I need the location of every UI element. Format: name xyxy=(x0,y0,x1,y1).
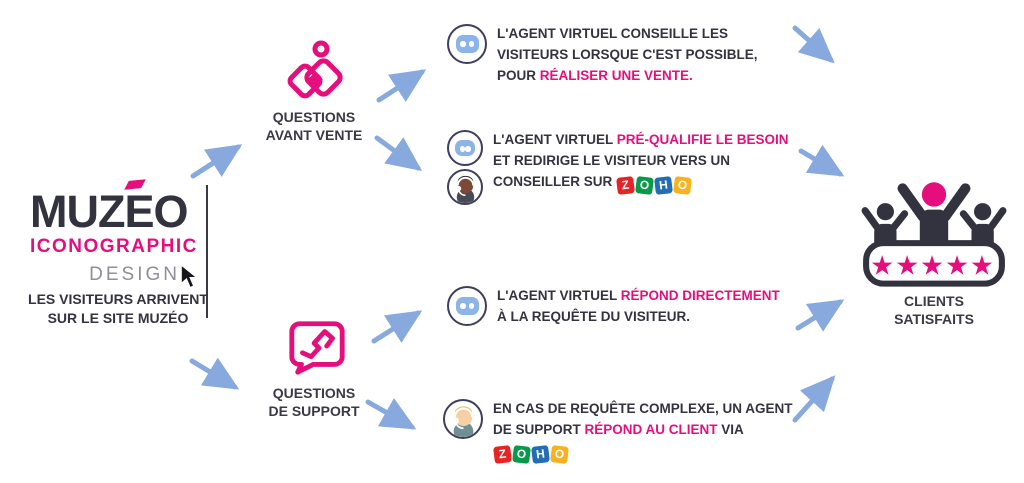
outcome-text-sale: L'AGENT VIRTUEL CONSEILLE LES VISITEURS … xyxy=(497,26,758,83)
five-star-rating: ★★★★★ xyxy=(872,253,997,279)
outcome-text-direct-answer: L'AGENT VIRTUEL RÉPOND DIRECTEMENT À LA … xyxy=(497,288,780,324)
arrow-visitors-to-avant-vente xyxy=(190,144,243,179)
virtual-agent-robot-icon xyxy=(447,130,483,166)
arrow-block2-to-clients xyxy=(798,144,845,177)
logo-subtitle-iconographic: ICONOGRAPHIC xyxy=(30,236,198,258)
pre-sale-questions-label: QUESTIONS AVANT VENTE xyxy=(265,109,363,144)
muzeo-logo: MUZEO ICONOGRAPHIC DESIGN xyxy=(30,188,206,290)
support-questions-label: QUESTIONS DE SUPPORT xyxy=(268,385,360,420)
outcome-block-qualify: L'AGENT VIRTUEL PRÉ-QUALIFIE LE BESOIN E… xyxy=(447,130,802,205)
outcome-block-direct-answer: L'AGENT VIRTUEL RÉPOND DIRECTEMENT À LA … xyxy=(447,286,792,328)
rating-bar xyxy=(863,240,1005,287)
virtual-agent-robot-icon xyxy=(447,286,487,326)
outcome-block-support-agent: EN CAS DE REQUÊTE COMPLEXE, UN AGENT DE … xyxy=(443,399,808,464)
arrow-support-to-block3 xyxy=(371,310,423,344)
virtual-agent-robot-icon xyxy=(447,24,487,64)
outcome-text-support-agent: EN CAS DE REQUÊTE COMPLEXE, UN AGENT DE … xyxy=(493,399,808,464)
arrow-block1-to-clients xyxy=(792,25,835,64)
human-advisor-icon xyxy=(447,169,483,205)
arrow-visitors-to-support xyxy=(189,357,240,390)
arrow-avant-vente-to-block1 xyxy=(376,69,427,103)
outcome-text-qualify: L'AGENT VIRTUEL PRÉ-QUALIFIE LE BESOIN E… xyxy=(493,130,802,195)
outcome-block-sale: L'AGENT VIRTUEL CONSEILLE LES VISITEURS … xyxy=(447,24,792,87)
satisfied-clients-icon: ★★★★★ xyxy=(861,182,1007,287)
support-questions-icon xyxy=(289,321,345,375)
arrow-block3-to-clients xyxy=(795,299,845,332)
support-agent-icon xyxy=(443,399,483,439)
pre-sale-questions-icon xyxy=(287,40,343,99)
muzeo-brand-name: MUZEO xyxy=(30,186,189,237)
accented-e: E xyxy=(124,186,154,237)
satisfied-clients-label: CLIENTS SATISFAITS xyxy=(894,293,974,328)
mouse-cursor-icon xyxy=(180,263,200,290)
arrow-avant-vente-to-block2 xyxy=(374,135,423,171)
visitors-tagline: LES VISITEURS ARRIVENT SUR LE SITE MUZÉO xyxy=(28,291,208,326)
logo-subtitle-design: DESIGN xyxy=(30,259,206,290)
center-person-head xyxy=(921,182,947,207)
logo-divider-line xyxy=(206,185,208,318)
